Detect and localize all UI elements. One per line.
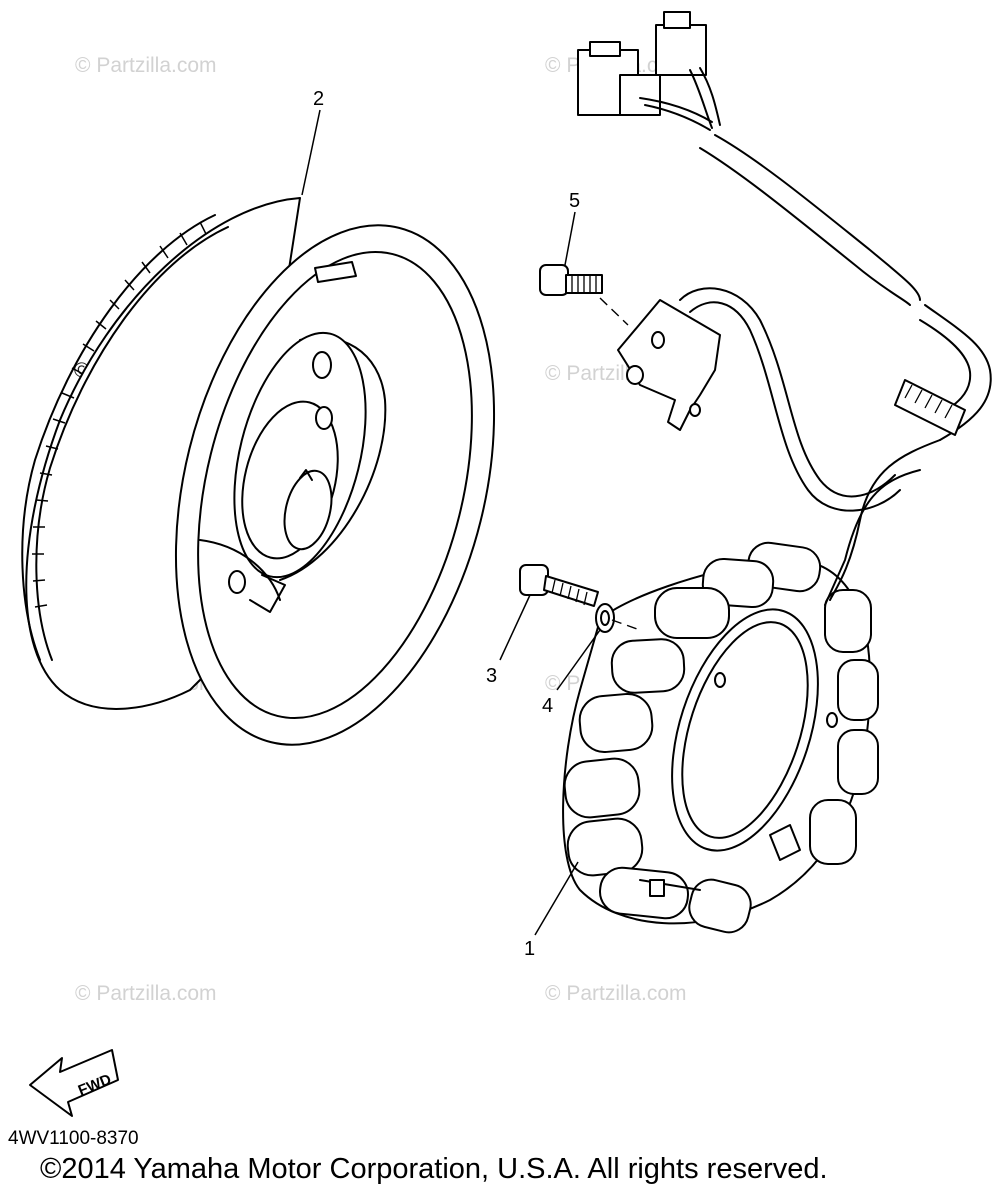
leader-line-3 (499, 594, 531, 661)
callout-4: 4 (542, 695, 553, 717)
reluctor-teeth (32, 221, 207, 608)
watermark: © Partzilla.com (75, 54, 217, 77)
callout-5: 5 (569, 190, 580, 212)
copyright-notice: ©2014 Yamaha Motor Corporation, U.S.A. A… (40, 1153, 828, 1185)
rotor-flywheel (21, 197, 496, 746)
callout-2: 2 (313, 88, 324, 110)
wire-harness (679, 134, 992, 606)
watermark: © Partzilla.com (545, 982, 687, 1005)
callout-1: 1 (524, 938, 535, 960)
guide-lines (599, 297, 641, 631)
stator-coils (563, 541, 879, 934)
bolt (519, 564, 599, 607)
leader-line-5 (564, 211, 576, 266)
screw (539, 264, 603, 296)
wire-connectors (577, 11, 721, 131)
fwd-arrow-icon: FWD (29, 1049, 119, 1117)
diagram-part-code: 4WV1100-8370 (8, 1128, 139, 1149)
washer (595, 603, 615, 633)
leader-line-1 (534, 861, 579, 936)
leader-line-4 (556, 629, 601, 691)
leader-lines (301, 109, 601, 936)
leader-line-2 (301, 109, 321, 196)
stator-assembly (562, 541, 879, 934)
callout-3: 3 (486, 665, 497, 687)
pickup-coil (617, 299, 721, 431)
watermark: © Partzilla.com (75, 982, 217, 1005)
